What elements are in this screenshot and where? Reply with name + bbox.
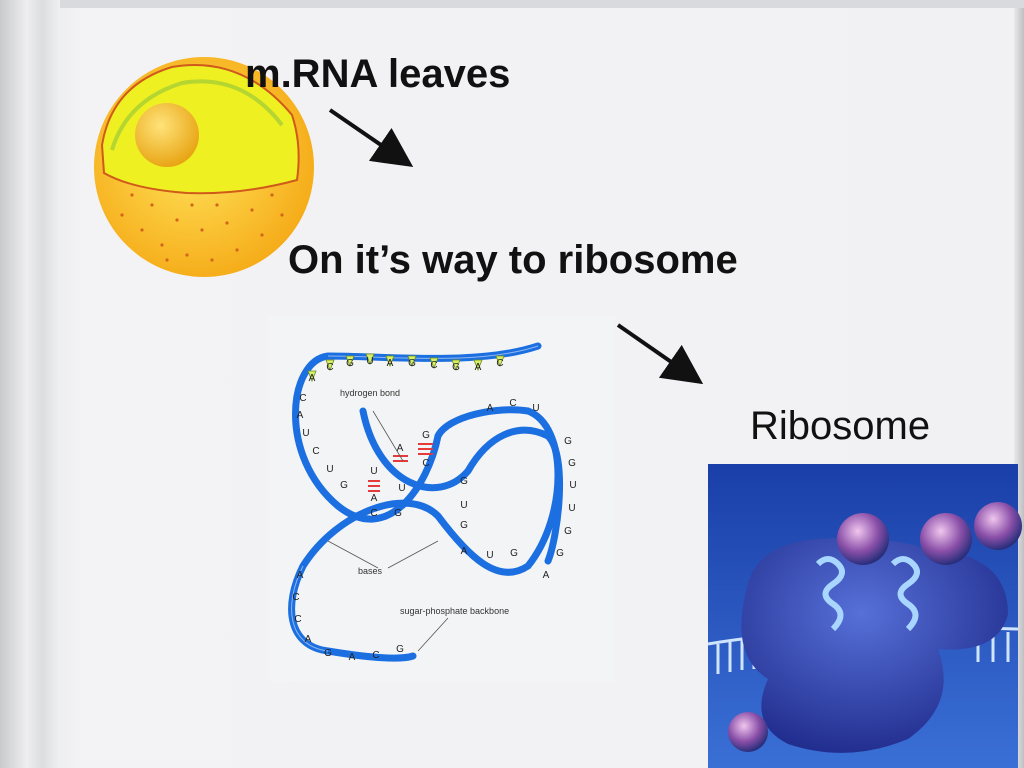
- hydrogen-bond-label: hydrogen bond: [340, 388, 400, 398]
- base-label: C: [294, 614, 301, 625]
- base-label: G: [510, 548, 518, 559]
- base-label: A: [461, 546, 468, 557]
- ribosome-illustration: [708, 464, 1018, 768]
- base-label: C: [370, 508, 377, 519]
- base-label: U: [460, 500, 467, 511]
- backbone-label: sugar-phosphate backbone: [400, 606, 509, 616]
- base-label: A: [297, 570, 304, 581]
- way-to-ribosome-text: On it’s way to ribosome: [288, 238, 738, 283]
- rna-diagram: A C G U A G C G A C C A U C U G U A C G …: [268, 316, 615, 682]
- base-label: U: [326, 464, 333, 475]
- base-label: C: [299, 393, 306, 404]
- base-label: A: [349, 652, 356, 663]
- base-label: C: [292, 592, 299, 603]
- base-label: U: [569, 480, 576, 491]
- base-label: G: [564, 436, 572, 447]
- base-label: U: [302, 428, 309, 439]
- base-label: G: [394, 508, 402, 519]
- base-label: A: [475, 362, 482, 373]
- base-label: G: [452, 362, 460, 373]
- base-label: A: [309, 373, 316, 384]
- base-label: A: [487, 403, 494, 414]
- base-label: C: [326, 362, 333, 373]
- base-label: G: [460, 476, 468, 487]
- book-spine: [0, 0, 60, 768]
- base-label: U: [398, 483, 405, 494]
- base-label: C: [422, 458, 429, 469]
- base-label: G: [340, 480, 348, 491]
- base-label: C: [312, 446, 319, 457]
- base-label: A: [387, 358, 394, 369]
- base-label: C: [509, 398, 516, 409]
- base-label: G: [556, 548, 564, 559]
- base-label: G: [568, 458, 576, 469]
- base-label: A: [543, 570, 550, 581]
- base-label: U: [568, 503, 575, 514]
- base-label: A: [371, 493, 378, 504]
- base-label: C: [430, 360, 437, 371]
- base-label: G: [346, 358, 354, 369]
- bases-label: bases: [358, 566, 383, 576]
- base-label: G: [460, 520, 468, 531]
- base-label: G: [564, 526, 572, 537]
- ribosome-text: Ribosome: [750, 404, 930, 449]
- base-label: A: [305, 634, 312, 645]
- base-label: U: [370, 466, 377, 477]
- base-label: G: [408, 358, 416, 369]
- base-label: C: [372, 650, 379, 661]
- base-label: C: [496, 358, 503, 369]
- base-label: G: [422, 430, 430, 441]
- base-label: U: [532, 403, 539, 414]
- base-label: G: [324, 648, 332, 659]
- base-label: G: [396, 644, 404, 655]
- base-label: A: [297, 410, 304, 421]
- base-label: U: [486, 550, 493, 561]
- base-label: U: [366, 356, 373, 367]
- mrna-leaves-text: m.RNA leaves: [245, 52, 510, 97]
